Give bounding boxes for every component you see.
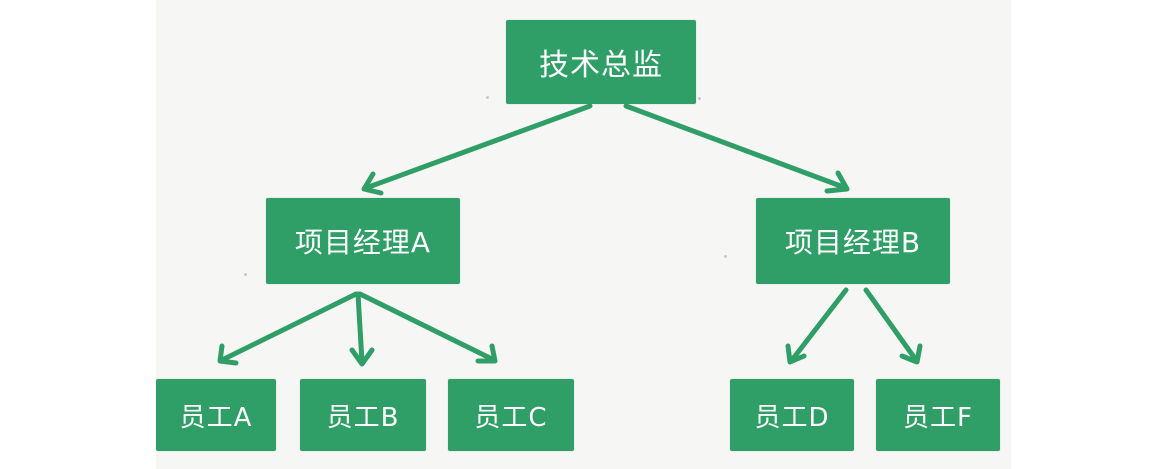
node-employee-c: 员工C bbox=[448, 379, 574, 451]
arrowhead-employee-f bbox=[899, 343, 923, 365]
arrowhead-employee-a bbox=[217, 343, 239, 366]
arrowhead-manager-a bbox=[361, 171, 384, 196]
arrowhead-employee-c bbox=[475, 343, 498, 364]
speck-decoration bbox=[698, 97, 701, 100]
speck-decoration bbox=[486, 96, 489, 99]
node-manager-b: 项目经理B bbox=[756, 198, 950, 284]
node-root: 技术总监 bbox=[506, 20, 696, 104]
arrow-root-to-manager-a bbox=[363, 103, 593, 191]
arrow-manager-a-to-employee-c bbox=[357, 291, 497, 363]
node-manager-a: 项目经理A bbox=[266, 198, 460, 284]
node-employee-a: 员工A bbox=[156, 379, 276, 451]
arrow-manager-b-to-employee-f bbox=[863, 287, 919, 363]
arrow-root-to-manager-b bbox=[623, 103, 849, 191]
speck-decoration bbox=[724, 255, 727, 258]
arrow-manager-a-to-employee-b bbox=[355, 291, 365, 365]
arrow-manager-a-to-employee-a bbox=[219, 291, 359, 363]
arrow-manager-b-to-employee-d bbox=[789, 287, 849, 363]
speck-decoration bbox=[244, 273, 247, 276]
arrowhead-employee-b bbox=[349, 347, 375, 367]
arrowhead-employee-d bbox=[785, 343, 807, 365]
node-employee-f: 员工F bbox=[876, 379, 1000, 451]
arrowhead-manager-b bbox=[824, 170, 850, 194]
node-employee-d: 员工D bbox=[730, 379, 854, 451]
node-employee-b: 员工B bbox=[300, 379, 426, 451]
